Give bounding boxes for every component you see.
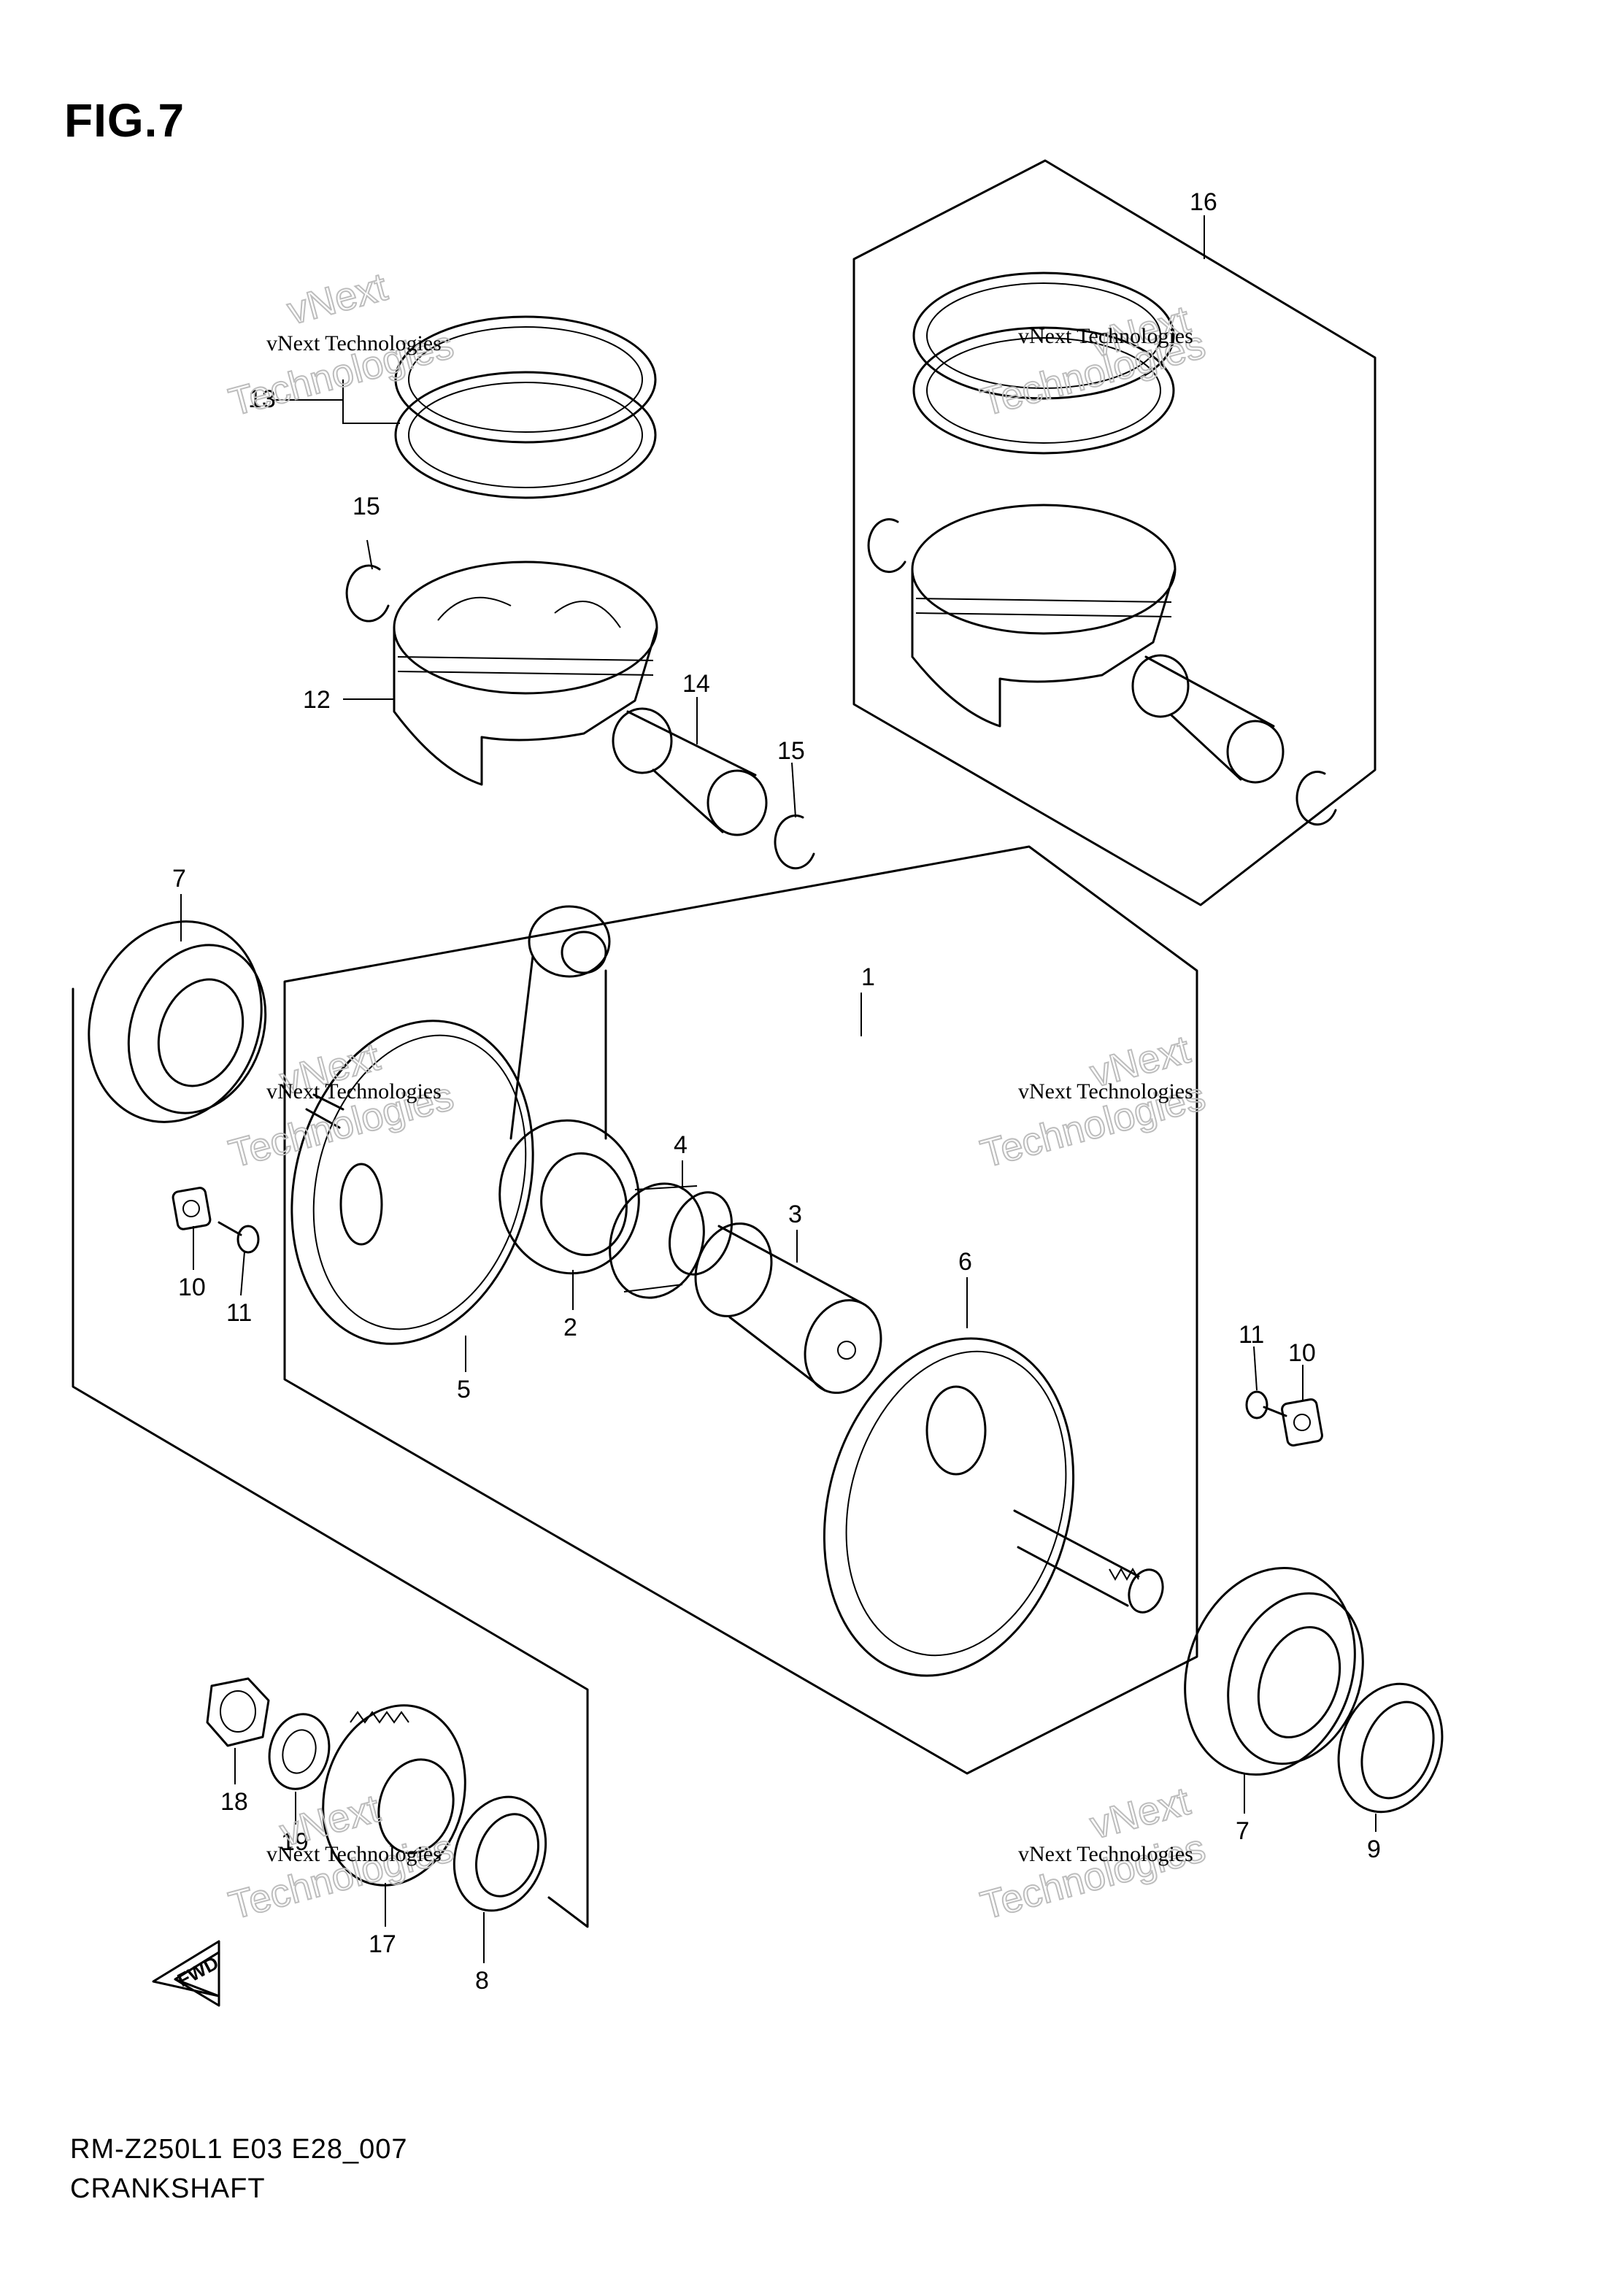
left-bearing bbox=[88, 920, 267, 1123]
callout-7-left: 7 bbox=[172, 865, 186, 893]
piston-kit-pin bbox=[1131, 654, 1285, 784]
callout-19: 19 bbox=[281, 1828, 309, 1856]
callout-3: 3 bbox=[788, 1201, 802, 1228]
oil-seal-left bbox=[453, 1795, 547, 1912]
circlip-left bbox=[345, 564, 390, 623]
piston-kit-piston bbox=[911, 504, 1177, 728]
callout-11-left: 11 bbox=[226, 1299, 252, 1327]
watermark-top-right: vNext Technologies vNext Technologies bbox=[976, 297, 1211, 425]
svg-text:vNext Technologies: vNext Technologies bbox=[266, 331, 442, 355]
callout-1: 1 bbox=[861, 963, 875, 991]
callout-10-left: 10 bbox=[178, 1274, 206, 1301]
piston-kit-circlip-left bbox=[867, 518, 906, 574]
crankshaft-assembly-outline bbox=[283, 845, 1198, 1775]
forward-direction-arrow: FWD bbox=[152, 1940, 222, 2007]
primary-drive-gear bbox=[322, 1704, 466, 1887]
lock-washer-left bbox=[172, 1187, 212, 1230]
piston bbox=[393, 560, 658, 786]
svg-text:vNext: vNext bbox=[283, 265, 392, 334]
callout-2: 2 bbox=[563, 1314, 577, 1341]
watermark-bottom-right: vNext Technologies vNext Technologies bbox=[976, 1779, 1211, 1929]
callout-5: 5 bbox=[457, 1376, 471, 1403]
figure-name: CRANKSHAFT bbox=[70, 2173, 266, 2204]
circlip-right bbox=[774, 814, 815, 870]
screw-right bbox=[1245, 1390, 1287, 1419]
piston-kit-outline bbox=[852, 159, 1376, 906]
watermark-bottom-left: vNext Technologies vNext Technologies bbox=[224, 1786, 459, 1929]
forward-label: FWD bbox=[174, 1952, 222, 1991]
callout-14: 14 bbox=[682, 670, 710, 698]
callout-16: 16 bbox=[1190, 188, 1217, 216]
callout-12: 12 bbox=[303, 686, 331, 714]
callout-6: 6 bbox=[958, 1248, 972, 1276]
callout-4: 4 bbox=[674, 1131, 688, 1159]
callout-17: 17 bbox=[369, 1930, 396, 1958]
right-bearing bbox=[1184, 1566, 1364, 1776]
figure-code: RM-Z250L1 E03 E28_007 bbox=[70, 2134, 408, 2165]
piston-ring-set bbox=[394, 315, 657, 499]
svg-text:vNext Technologies: vNext Technologies bbox=[1018, 324, 1193, 348]
svg-text:vNext Technologies: vNext Technologies bbox=[266, 1842, 442, 1866]
leader-lines bbox=[180, 215, 1376, 1963]
nut bbox=[206, 1677, 270, 1747]
connecting-rod bbox=[498, 905, 640, 1275]
piston-kit-circlip-right bbox=[1295, 771, 1337, 826]
callout-18: 18 bbox=[220, 1788, 248, 1816]
svg-text:vNext Technologies: vNext Technologies bbox=[1018, 1079, 1193, 1103]
callout-13: 13 bbox=[248, 385, 276, 413]
left-crank-web bbox=[290, 1020, 534, 1345]
callout-9: 9 bbox=[1367, 1835, 1381, 1863]
oil-seal-right bbox=[1337, 1682, 1444, 1814]
piston-pin bbox=[612, 707, 768, 836]
lock-washer-right bbox=[1281, 1398, 1323, 1446]
svg-text:Technologies: Technologies bbox=[225, 1826, 458, 1928]
svg-text:vNext Technologies: vNext Technologies bbox=[1018, 1842, 1193, 1866]
svg-text:Technologies: Technologies bbox=[977, 1826, 1210, 1928]
callout-11-right: 11 bbox=[1239, 1321, 1264, 1349]
svg-text:vNext Technologies: vNext Technologies bbox=[266, 1079, 442, 1103]
callout-10-right: 10 bbox=[1288, 1339, 1316, 1367]
watermark-middle-left: vNext Technologies vNext Technologies bbox=[224, 1034, 459, 1177]
callout-15-bottom: 15 bbox=[777, 737, 805, 765]
callout-7-right: 7 bbox=[1236, 1817, 1250, 1845]
callout-numbers: 1 2 3 4 5 6 7 7 8 9 10 10 11 11 12 13 14… bbox=[172, 188, 1381, 1995]
right-crank-web bbox=[823, 1337, 1164, 1677]
callout-15-top: 15 bbox=[353, 493, 380, 520]
left-bearing-group-outline bbox=[72, 987, 589, 1928]
watermark-middle-right: vNext Technologies vNext Technologies bbox=[976, 1027, 1211, 1177]
crank-pin bbox=[694, 1222, 882, 1394]
callout-8: 8 bbox=[475, 1967, 489, 1995]
washer bbox=[268, 1713, 331, 1790]
screw-left bbox=[217, 1221, 260, 1254]
piston-kit-rings bbox=[912, 271, 1175, 455]
figure-title: FIG.7 bbox=[64, 94, 185, 147]
